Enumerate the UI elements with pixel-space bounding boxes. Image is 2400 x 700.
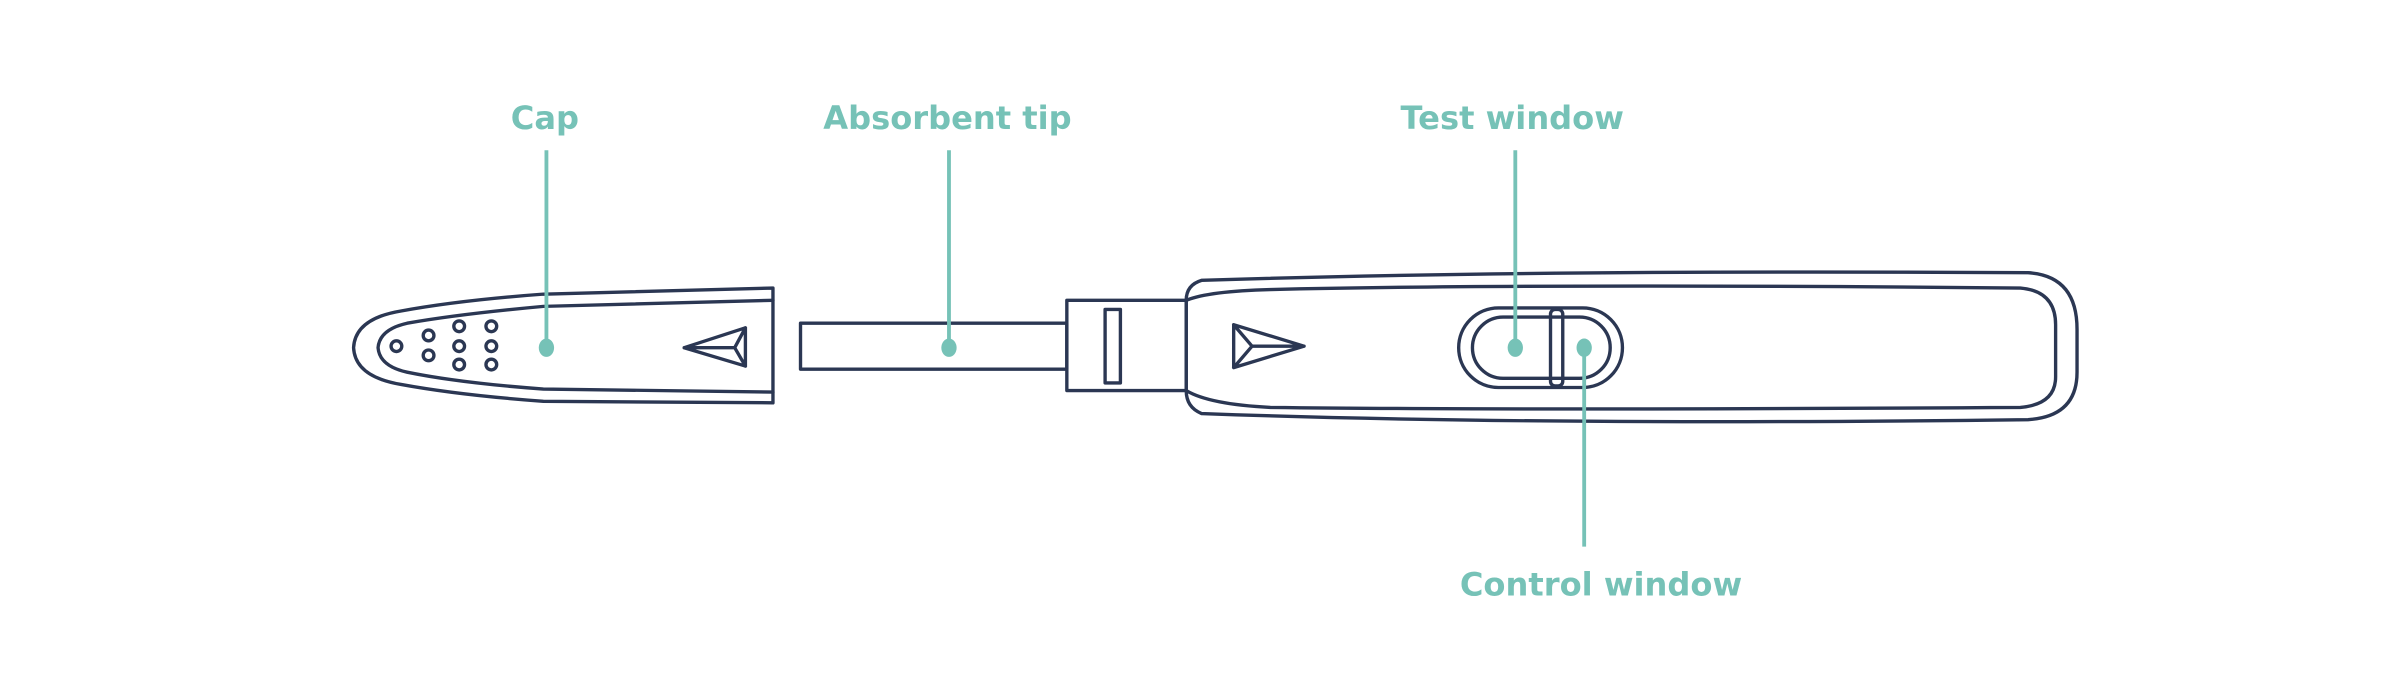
arrow-icon	[682, 326, 748, 368]
label-test-window: Test window	[1401, 99, 1624, 137]
callout-control-window	[1576, 338, 1592, 547]
label-absorbent-tip: Absorbent tip	[823, 99, 1071, 137]
cap-dots	[389, 319, 499, 372]
test-body	[1184, 270, 2079, 424]
callout-test-window	[1507, 150, 1523, 357]
callout-absorbent-tip	[941, 150, 957, 357]
cap	[351, 286, 775, 405]
grip-ridges	[1816, 302, 2029, 395]
collar	[1065, 298, 1188, 393]
absorbent-tip	[798, 321, 1069, 371]
label-cap: Cap	[511, 99, 579, 137]
result-window	[1456, 306, 1625, 390]
arrow-icon	[1231, 323, 1306, 370]
callout-cap	[538, 150, 555, 357]
label-control-window: Control window	[1460, 566, 1742, 604]
